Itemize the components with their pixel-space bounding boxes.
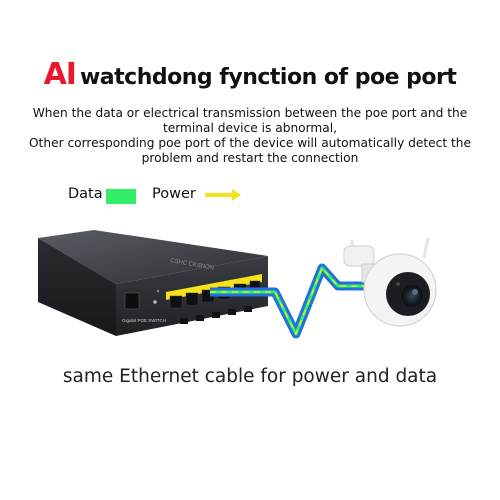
description-line: When the data or electrical transmission… [32,106,468,120]
title-text: watchdong fynction of poe port [79,65,457,90]
description-line: problem and restart the connection [141,151,359,165]
ethernet-cable [210,263,365,339]
description: When the data or electrical transmission… [20,106,480,166]
title-prefix: AI [43,57,77,92]
legend-data-swatch [106,189,136,204]
legend-power-label: Power [152,186,196,202]
ip-camera-icon [343,237,437,327]
description-line: Other corresponding poe port of the devi… [28,136,472,150]
device-illustration: CSHC CKSNON Gigabit POE SWITCH [38,230,437,339]
legend-data-label: Data [68,186,103,202]
caption: same Ethernet cable for power and data [62,366,438,387]
poe-switch: CSHC CKSNON Gigabit POE SWITCH [38,230,268,336]
device-panel-label: Gigabit POE SWITCH [122,318,166,323]
description-line: terminal device is abnormal, [162,121,338,135]
power-arrow-icon [205,189,241,201]
